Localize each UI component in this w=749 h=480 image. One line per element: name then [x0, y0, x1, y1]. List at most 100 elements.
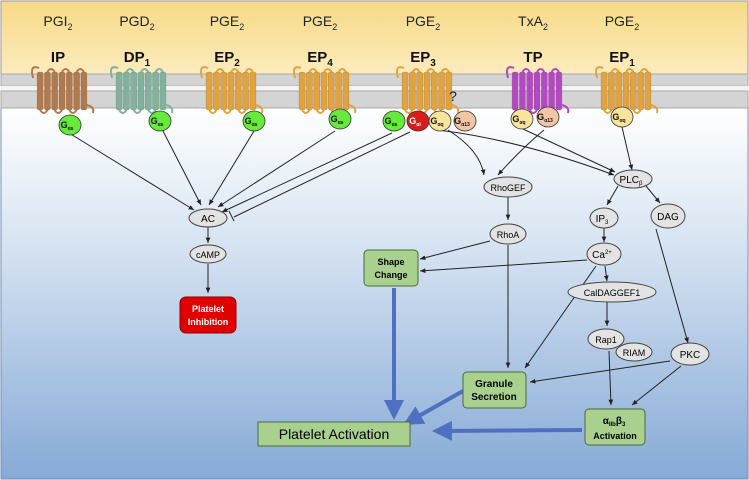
ligand-label: PGD2	[119, 13, 154, 32]
ligand-label: TxA2	[518, 13, 548, 32]
arrow-granule-activation	[403, 389, 464, 425]
arrow-dag-pkc	[655, 228, 689, 344]
extracellular-band	[0, 0, 749, 78]
node-rhoa: RhoA	[489, 223, 527, 245]
arrow-ca-caldag	[603, 265, 609, 282]
svg-text:Gαs: Gαs	[245, 116, 258, 128]
granule-secretion-box: Granule Secretion	[462, 371, 527, 409]
g-alpha-13-tp: Gα13	[536, 106, 560, 128]
g-alpha-s-ip: Gαs	[58, 114, 82, 136]
svg-text:Platelet: Platelet	[192, 304, 224, 314]
node-ac: AC	[188, 208, 228, 228]
g-alpha-s-ep4: Gαs	[328, 108, 352, 130]
node-pkc: PKC	[670, 342, 710, 366]
receptor-dp1: DP1	[109, 49, 174, 114]
membrane-gap	[1, 86, 748, 91]
arrow-rap1-integrin	[608, 350, 614, 406]
svg-text:PKC: PKC	[680, 350, 701, 361]
unknown-mark: ?	[449, 88, 457, 104]
node-rhogef: RhoGEF	[483, 176, 533, 198]
svg-text:Gαq: Gαq	[512, 114, 525, 126]
inhibit-bar	[228, 210, 235, 222]
svg-text:Gαi: Gαi	[409, 116, 421, 128]
node-plc: PLCβ	[613, 169, 653, 189]
svg-text:Granule: Granule	[475, 379, 513, 390]
platelet-activation-box: Platelet Activation	[257, 421, 411, 447]
receptor-label: EP4	[307, 49, 333, 69]
receptor-ep3: EP3	[395, 49, 460, 114]
svg-text:Gαs: Gαs	[385, 116, 398, 128]
g-alpha-q-ep3: Gαq	[428, 110, 452, 132]
svg-text:Gαs: Gαs	[331, 114, 344, 126]
receptor-ip: IP	[30, 49, 95, 114]
node-riam: RIAM	[615, 342, 653, 362]
svg-text:Gαs: Gαs	[151, 116, 164, 128]
receptor-tp: TP	[505, 49, 570, 114]
svg-text:Gαq: Gαq	[612, 112, 625, 124]
signal-arrows	[68, 126, 689, 406]
inhibit-ep3-gai-ac	[233, 131, 411, 218]
svg-text:RhoGEF: RhoGEF	[490, 183, 526, 193]
receptor-ep2: EP2	[199, 49, 264, 114]
svg-text:Rap1: Rap1	[595, 335, 617, 345]
svg-text:Shape: Shape	[377, 257, 404, 267]
ligand-label: PGE2	[406, 13, 441, 32]
receptor-label: DP1	[124, 49, 151, 69]
svg-text:AC: AC	[201, 214, 215, 225]
g-alpha-i-ep3: Gαi	[406, 110, 430, 132]
arrow-pkc-integrin	[631, 365, 682, 406]
ligand-label: PGE2	[303, 13, 338, 32]
receptor-label: EP3	[410, 49, 436, 69]
svg-text:cAMP: cAMP	[196, 250, 220, 260]
g-alpha-s-ep3: Gαs	[382, 110, 406, 132]
arrow-ca-shape	[419, 259, 588, 274]
arrow-integrin-activation	[432, 420, 583, 441]
svg-text:Gα13: Gα13	[454, 116, 470, 128]
arrow-dp1-ac	[162, 130, 202, 206]
arrow-ep3-plc	[437, 129, 615, 176]
svg-text:Gα13: Gα13	[537, 112, 553, 124]
node-camp: cAMP	[189, 244, 227, 264]
node-caldaggef1: CalDAGGEF1	[567, 281, 657, 303]
arrow-gaq-rhogef	[447, 129, 486, 176]
g-alpha-q-tp: Gαq	[510, 108, 534, 130]
integrin-activation-box: αIIbβ3 Activation	[584, 408, 646, 446]
arrow-tp-plc	[522, 128, 616, 173]
g-alpha-s-dp1: Gαs	[148, 110, 172, 132]
receptor-label: TP	[523, 49, 542, 66]
receptor-label: EP1	[609, 49, 635, 69]
svg-text:Change: Change	[374, 270, 407, 280]
svg-text:DAG: DAG	[657, 212, 679, 223]
ligand-label: PGE2	[605, 13, 640, 32]
activation-arrows	[384, 288, 583, 441]
ligand-label: PGI2	[43, 13, 72, 32]
svg-text:Gαq: Gαq	[430, 116, 443, 128]
g-alpha-13-ep3: Gα13	[453, 110, 477, 132]
node-rap1: Rap1	[587, 328, 625, 350]
arrow-ep4-ac	[217, 130, 336, 208]
receptor-ep1: EP1	[594, 49, 659, 114]
arrow-ep3-gas-ac	[221, 132, 393, 213]
arrow-plc-dag	[645, 185, 661, 204]
node-dag: DAG	[650, 203, 686, 229]
g-alpha-s-ep2: Gαs	[242, 110, 266, 132]
shape-change-box: Shape Change	[363, 249, 419, 287]
svg-text:CalDAGGEF1: CalDAGGEF1	[584, 288, 641, 298]
node-ip3: IP3	[589, 207, 619, 229]
arrow-ep2-ac	[208, 130, 255, 206]
node-calcium: Ca2+	[586, 242, 622, 266]
arrow-ip-ac	[68, 132, 195, 211]
svg-text:IP3: IP3	[596, 214, 609, 226]
receptor-label: EP2	[214, 49, 240, 69]
svg-text:Gαs: Gαs	[61, 120, 74, 132]
ligand-label: PGE2	[210, 13, 245, 32]
arrow-plc-ip3	[606, 185, 619, 206]
g-alpha-q-ep1: Gαq	[610, 106, 634, 128]
svg-text:Secretion: Secretion	[471, 392, 517, 403]
svg-text:Ca2+: Ca2+	[592, 250, 612, 261]
receptor-label: IP	[51, 49, 65, 66]
svg-text:Inhibition: Inhibition	[188, 317, 229, 327]
